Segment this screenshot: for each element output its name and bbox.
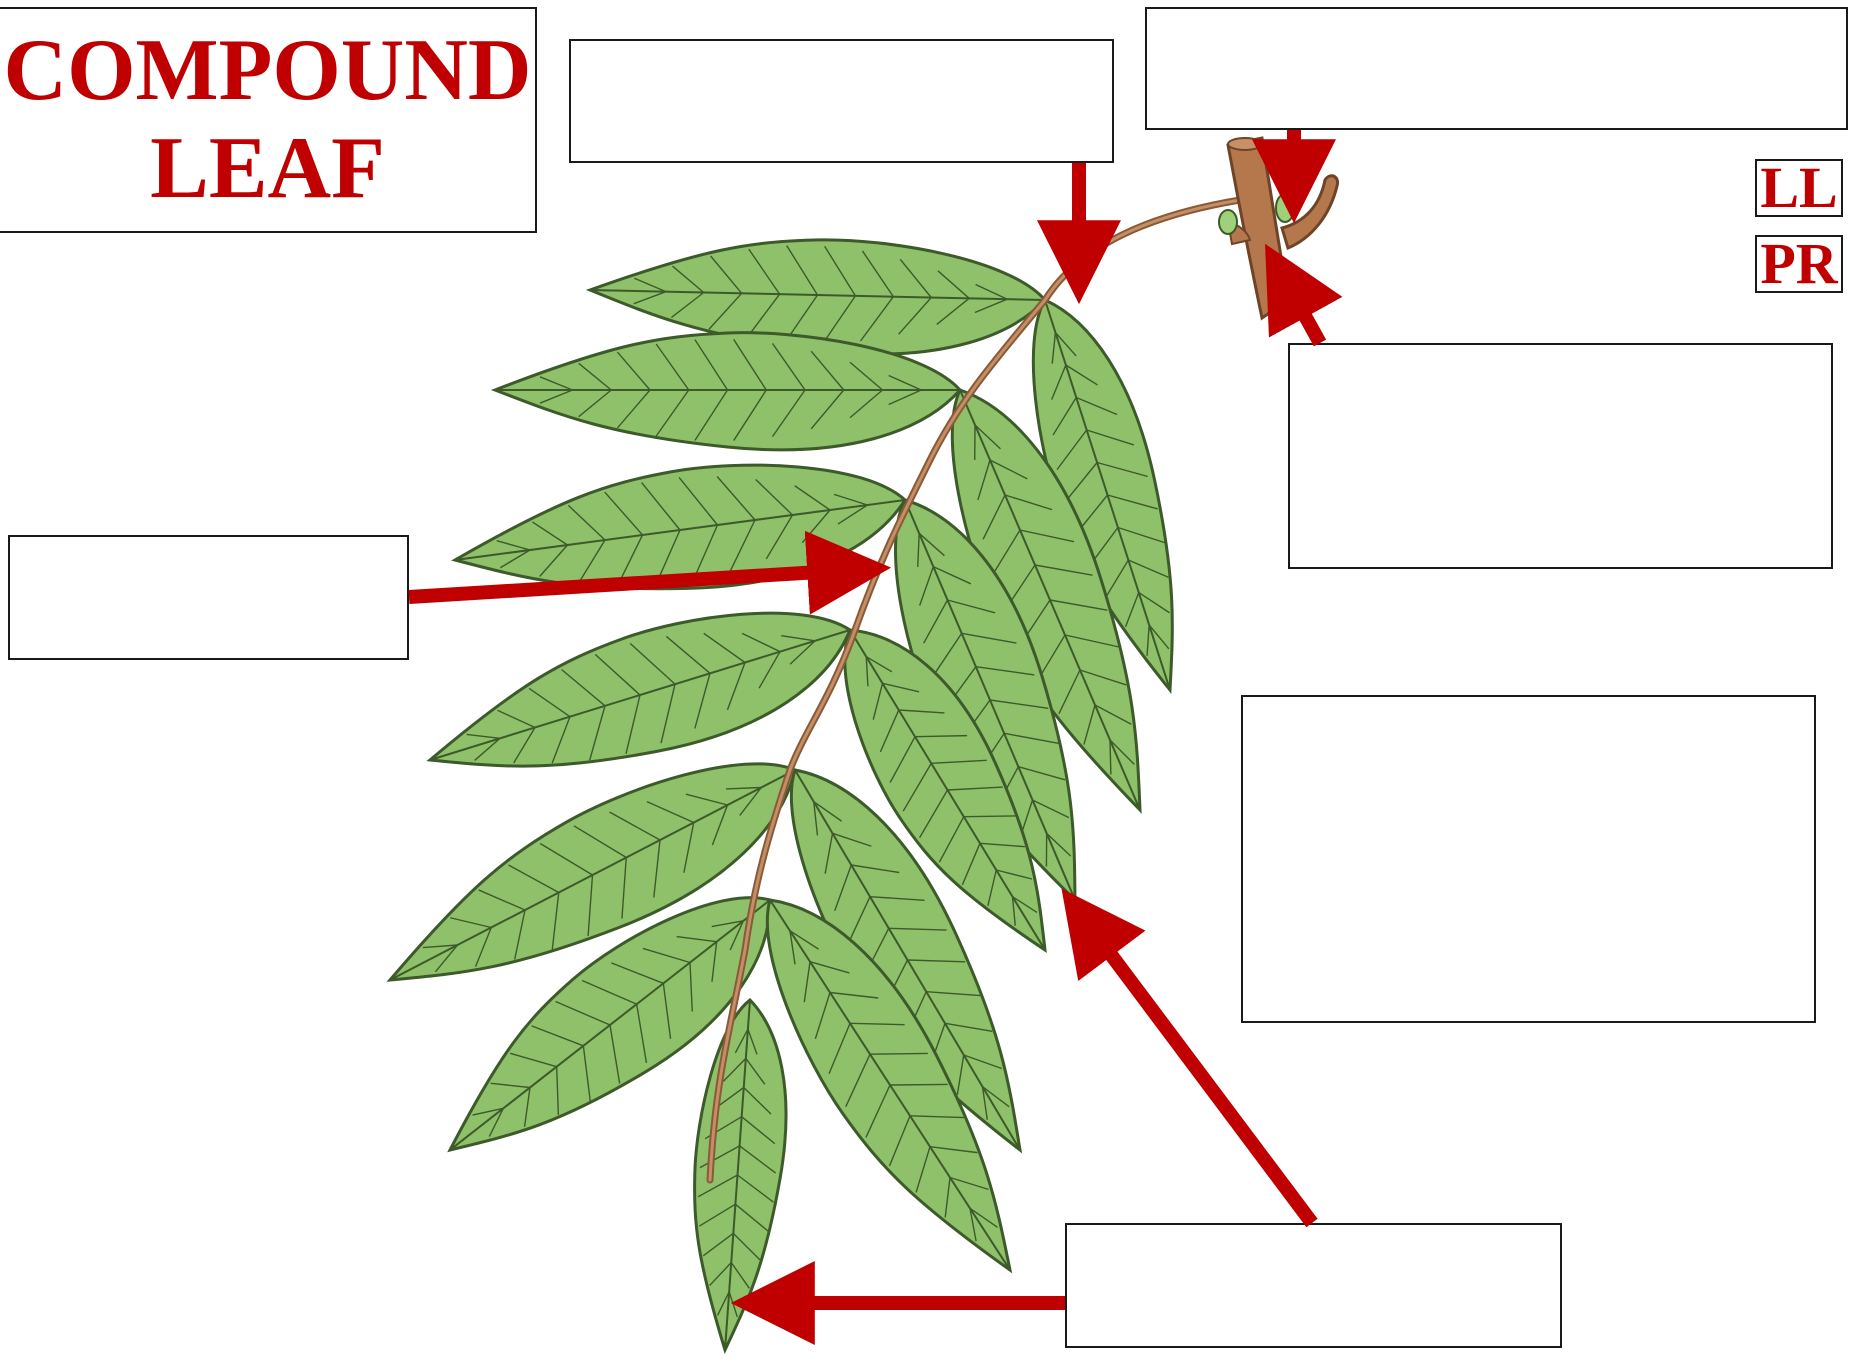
arrow-twig — [1284, 278, 1320, 343]
axillary-bud-right — [1276, 194, 1294, 222]
leaflet-vein — [870, 1053, 928, 1054]
arrow-leaflet — [1085, 920, 1312, 1223]
leaflet-vein — [596, 290, 628, 291]
twig — [1228, 138, 1338, 318]
leaflet-vein — [890, 1084, 948, 1085]
leaflet-vein — [1110, 740, 1111, 774]
leaflet-vein — [964, 816, 1016, 817]
axillary-bud-left — [1219, 210, 1237, 234]
